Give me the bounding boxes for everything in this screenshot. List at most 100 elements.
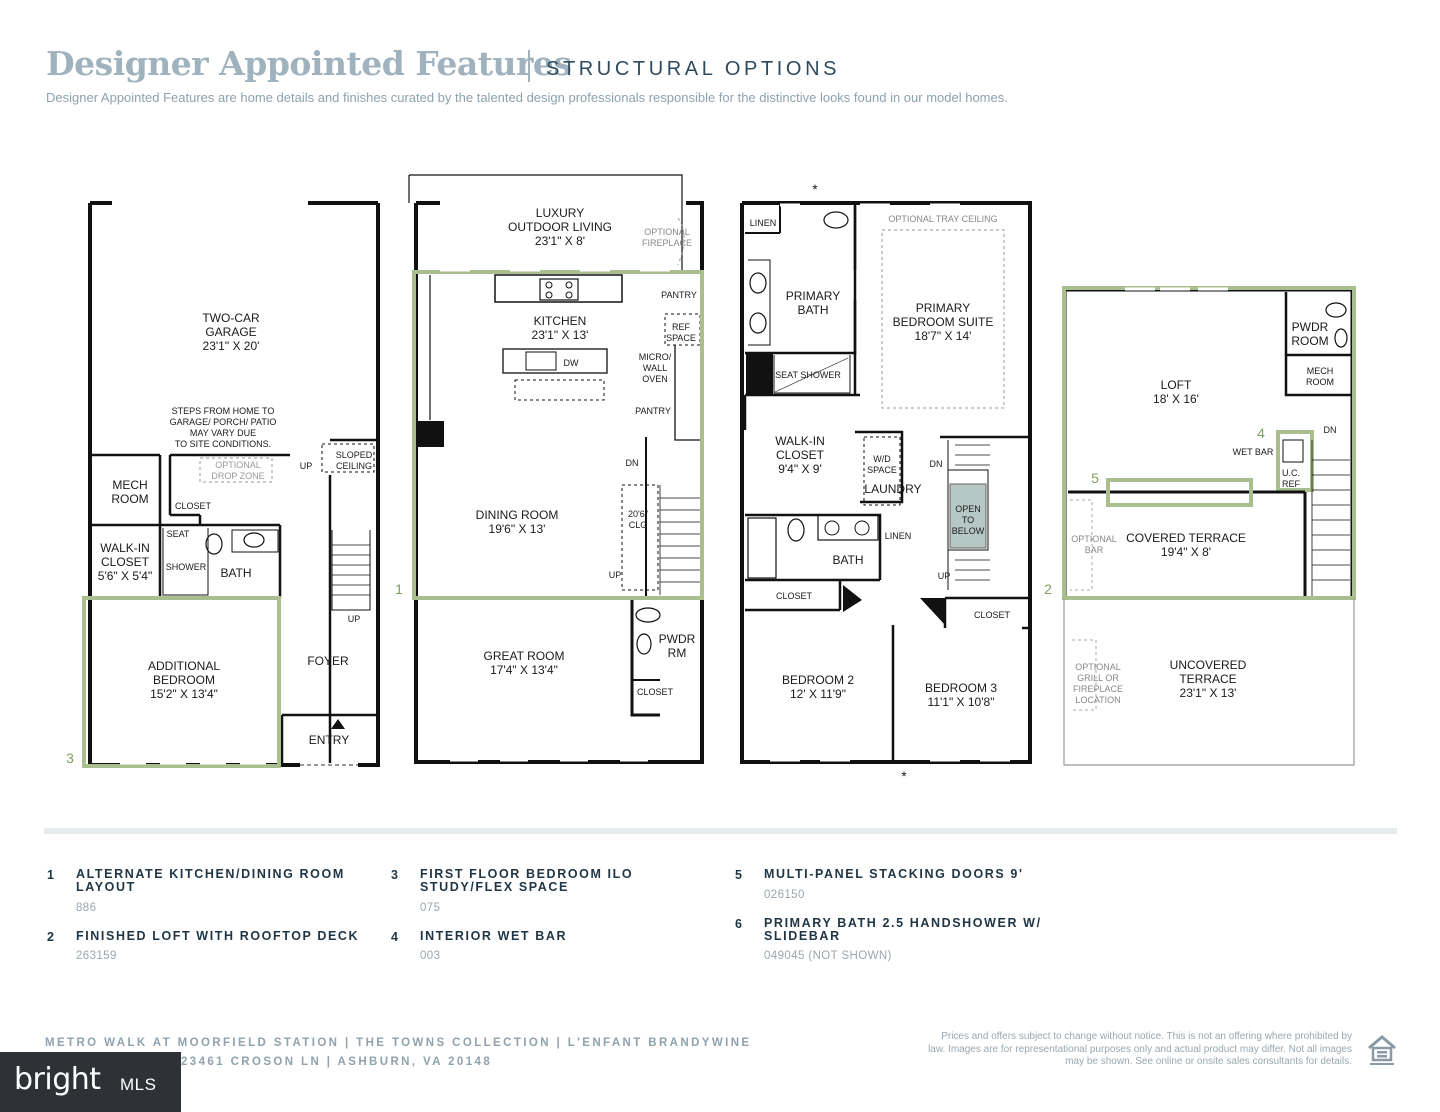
label-uc-1: U.C. xyxy=(1282,468,1300,478)
footer-community: METRO WALK AT MOORFIELD STATION | THE TO… xyxy=(45,1037,752,1049)
label-bath-2: BATH xyxy=(832,553,863,567)
label-mech-2: ROOM xyxy=(111,492,148,506)
label-walkin-closet-2: CLOSET xyxy=(776,448,825,462)
label-fireplace-1: OPTIONAL xyxy=(644,227,690,237)
label-drop-2: DROP ZONE xyxy=(211,471,264,481)
label-sloped-2: CEILING xyxy=(336,461,372,471)
label-bedroom-3-dim: 11'1" X 10'8" xyxy=(928,695,995,709)
label-tray: OPTIONAL TRAY CEILING xyxy=(888,214,997,224)
label-grill-3: FIREPLACE xyxy=(1073,684,1123,694)
option-number: 6 xyxy=(735,917,742,931)
section-title: STRUCTURAL OPTIONS xyxy=(546,58,841,80)
label-open-3: BELOW xyxy=(952,526,985,536)
label-pwdr-2: RM xyxy=(668,646,687,660)
page-title: Designer Appointed Features xyxy=(46,44,572,83)
label-clg-2: CLG xyxy=(629,520,648,530)
label-additional-dim: 15'2" X 13'4" xyxy=(150,687,218,701)
label-walkin-dim: 5'6" X 5'4" xyxy=(98,569,152,583)
label-grill-1: OPTIONAL xyxy=(1075,662,1121,672)
label-micro-1: MICRO/ xyxy=(639,352,672,362)
option-label: ALTERNATE KITCHEN/DINING ROOM LAYOUT xyxy=(76,867,345,894)
label-outdoor-dim: 23'1" X 8' xyxy=(535,234,585,248)
label-kitchen-dim: 23'1" X 13' xyxy=(532,328,589,342)
label-additional-1: ADDITIONAL xyxy=(148,659,220,673)
option-marker-1: 1 xyxy=(395,581,403,597)
tagline: Designer Appointed Features are home det… xyxy=(46,90,1008,105)
label-closet-1: CLOSET xyxy=(175,501,212,511)
label-steps-2: GARAGE/ PORCH/ PATIO xyxy=(170,417,277,427)
option-label: MULTI-PANEL STACKING DOORS 9' xyxy=(764,867,1024,881)
label-closet-4: CLOSET xyxy=(974,610,1011,620)
equal-housing-icon xyxy=(1368,1035,1396,1065)
option-number: 1 xyxy=(47,868,54,882)
label-wd-2: SPACE xyxy=(867,465,897,475)
label-sloped-1: SLOPED xyxy=(336,450,373,460)
label-seat-shower: SEAT SHOWER xyxy=(775,370,841,380)
section-divider xyxy=(44,828,1397,834)
option-marker-5: 5 xyxy=(1091,470,1099,486)
option-code: 075 xyxy=(420,902,441,914)
label-ref-1: REF xyxy=(672,322,691,332)
label-mech-room-1: MECH xyxy=(1307,366,1334,376)
label-outdoor-1: LUXURY xyxy=(536,206,584,220)
label-great-dim: 17'4" X 13'4" xyxy=(490,663,558,677)
label-walkin-closet-dim: 9'4" X 9' xyxy=(778,462,822,476)
bright-mls-watermark xyxy=(0,1052,181,1112)
option-number: 5 xyxy=(735,868,742,882)
label-pwdr-room-1: PWDR xyxy=(1292,320,1329,334)
label-mech-room-2: ROOM xyxy=(1306,377,1334,387)
label-entry: ENTRY xyxy=(309,733,349,747)
label-wd-1: W/D xyxy=(873,454,891,464)
label-loft-dim: 18' X 16' xyxy=(1153,392,1199,406)
label-grill-4: LOCATION xyxy=(1075,695,1120,705)
label-pwdr-room-2: ROOM xyxy=(1291,334,1328,348)
option-label: FIRST FLOOR BEDROOM ILO STUDY/FLEX SPACE xyxy=(420,867,634,894)
plan-loft xyxy=(1062,286,1356,766)
label-fireplace-2: FIREPLACE xyxy=(642,238,692,248)
label-pwdr-1: PWDR xyxy=(659,632,696,646)
label-kitchen: KITCHEN xyxy=(534,314,587,328)
option-code: 026150 xyxy=(764,889,805,901)
label-suite-dim: 18'7" X 14' xyxy=(915,329,972,343)
label-dining: DINING ROOM xyxy=(476,508,559,522)
bright-logo-text: bright xyxy=(14,1062,101,1097)
label-asterisk-2: * xyxy=(901,768,907,784)
label-primary-bath-2: BATH xyxy=(797,303,828,317)
option-marker-4: 4 xyxy=(1257,425,1265,441)
label-up-3: UP xyxy=(609,570,622,580)
label-dn-2: DN xyxy=(930,459,943,469)
label-walkin-2: CLOSET xyxy=(101,555,150,569)
label-dn-3: DN xyxy=(1324,425,1337,435)
option-number: 3 xyxy=(391,868,398,882)
option-number: 4 xyxy=(391,930,398,944)
label-up-4: UP xyxy=(938,571,951,581)
label-grill-2: GRILL OR xyxy=(1077,673,1119,683)
label-linen-1: LINEN xyxy=(750,218,777,228)
label-optional-bar-1: OPTIONAL xyxy=(1071,534,1117,544)
option-code: 003 xyxy=(420,950,441,962)
label-walkin-closet-1: WALK-IN xyxy=(775,434,825,448)
label-up-2: UP xyxy=(348,614,361,624)
footer-address: 23461 CROSON LN | ASHBURN, VA 20148 xyxy=(181,1056,493,1068)
option-label: FINISHED LOFT WITH ROOFTOP DECK xyxy=(76,929,360,943)
label-steps-1: STEPS FROM HOME TO xyxy=(172,406,275,416)
label-uncovered-1: UNCOVERED xyxy=(1170,658,1247,672)
plan-third-floor xyxy=(740,201,1032,764)
label-suite-1: PRIMARY xyxy=(916,301,970,315)
plan-second-floor xyxy=(408,174,704,764)
label-bedroom-2: BEDROOM 2 xyxy=(782,673,854,687)
label-steps-3: MAY VARY DUE xyxy=(190,428,256,438)
label-additional-2: BEDROOM xyxy=(153,673,215,687)
label-uc-2: REF xyxy=(1282,479,1301,489)
option-code: 886 xyxy=(76,902,97,914)
option-label: PRIMARY BATH 2.5 HANDSHOWER W/ SLIDEBAR xyxy=(764,916,1042,943)
label-linen-2: LINEN xyxy=(885,531,912,541)
label-optional-bar-2: BAR xyxy=(1085,545,1104,555)
label-drop-1: OPTIONAL xyxy=(215,460,261,470)
label-outdoor-2: OUTDOOR LIVING xyxy=(508,220,612,234)
label-primary-bath-1: PRIMARY xyxy=(786,289,840,303)
label-uncovered-dim: 23'1" X 13' xyxy=(1180,686,1237,700)
label-dw: DW xyxy=(564,358,579,368)
label-mech-1: MECH xyxy=(112,478,147,492)
option-number: 2 xyxy=(47,930,54,944)
